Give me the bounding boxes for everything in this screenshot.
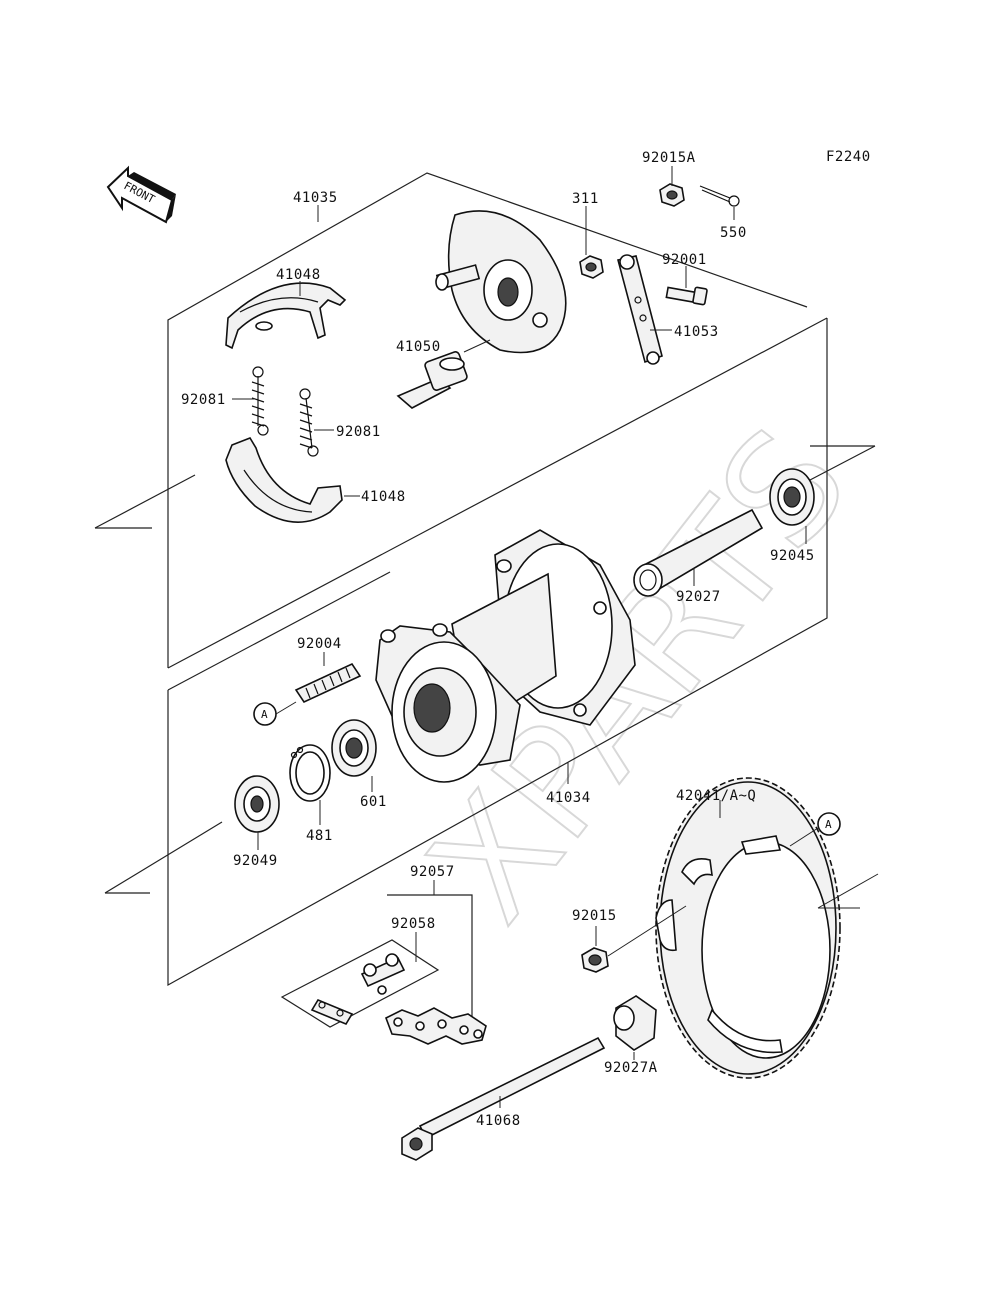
callout-a-right: A: [817, 812, 841, 836]
brake-panel: [435, 210, 567, 354]
leader-lines: [232, 166, 879, 1108]
rear-hub: [375, 529, 636, 783]
label-92004: 92004: [297, 636, 342, 652]
nut-92015: [581, 947, 609, 973]
label-92015: 92015: [572, 908, 617, 924]
label-92081-left: 92081: [181, 392, 226, 408]
spacer-tube: [633, 508, 764, 597]
label-92049: 92049: [233, 853, 278, 869]
stud-bolt: [294, 662, 362, 704]
label-550: 550: [720, 225, 747, 241]
label-92057: 92057: [410, 864, 455, 880]
label-92001: 92001: [662, 252, 707, 268]
brake-shoe-top: [225, 282, 347, 350]
label-92015A: 92015A: [642, 150, 696, 166]
label-92027A: 92027A: [604, 1060, 658, 1076]
label-311: 311: [572, 191, 599, 207]
spring-right: [299, 388, 319, 457]
label-41050: 41050: [396, 339, 441, 355]
label-41068: 41068: [476, 1113, 521, 1129]
label-92027: 92027: [676, 589, 721, 605]
label-92081-right: 92081: [336, 424, 381, 440]
svg-text:A: A: [825, 818, 832, 831]
collar-92027A: [613, 995, 657, 1051]
label-41053: 41053: [674, 324, 719, 340]
rear-sprocket: [655, 777, 841, 1079]
brake-lever: [617, 254, 663, 365]
part-labels: 41035 41048 92081 92081 41048 41050 9201…: [181, 150, 815, 1129]
chain-group-frame: [280, 894, 473, 1028]
front-arrow-icon: FRONT: [106, 165, 176, 224]
label-92045: 92045: [770, 548, 815, 564]
brake-panel-group-frame: [94, 172, 876, 669]
oil-seal: [234, 775, 280, 833]
nut-92015A: [659, 183, 685, 207]
callout-a-left: A: [253, 702, 277, 726]
label-481: 481: [306, 828, 333, 844]
label-601: 601: [360, 794, 387, 810]
label-92058: 92058: [391, 916, 436, 932]
chain-master-link: [310, 953, 406, 1026]
bearing-92045: [769, 468, 815, 526]
bolt-92001: [665, 286, 708, 306]
svg-text:A: A: [261, 708, 268, 721]
circlip: [289, 744, 331, 802]
label-41048-top: 41048: [276, 267, 321, 283]
figure-code: F2240: [826, 149, 871, 165]
axle: [401, 1036, 606, 1161]
bearing-601: [331, 719, 377, 777]
label-42041: 42041/A~Q: [676, 788, 756, 804]
cotter-pin: [699, 185, 740, 207]
label-41035: 41035: [293, 190, 338, 206]
label-41048-bottom: 41048: [361, 489, 406, 505]
brake-shoe-bottom: [225, 437, 343, 523]
nut-311: [579, 255, 604, 279]
drive-chain: [384, 1007, 487, 1045]
label-41034: 41034: [546, 790, 591, 806]
brake-cam: [396, 351, 468, 409]
spring-left: [251, 366, 269, 436]
hub-group-frame: [104, 318, 828, 987]
